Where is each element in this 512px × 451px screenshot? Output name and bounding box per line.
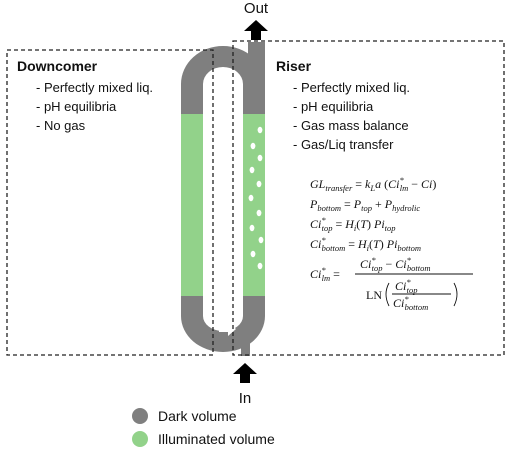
legend-illuminated-label: Illuminated volume (158, 431, 275, 447)
legend-dark-label: Dark volume (158, 408, 237, 424)
downcomer-item: - Perfectly mixed liq. (36, 80, 153, 95)
svg-text:Ci*lm =: Ci*lm = (310, 265, 340, 283)
in-arrow-icon (233, 363, 257, 383)
gas-bubble (249, 224, 255, 232)
gas-bubble (250, 142, 256, 150)
in-label: In (239, 390, 252, 407)
downcomer-box (6, 49, 214, 356)
equation-ci-bottom: Ci*bottom = Hi(T) Pibottom (310, 235, 421, 253)
gas-bubble (248, 194, 254, 202)
equation-gl-transfer: GLtransfer = kLa (Ci*lm − Ci) (310, 175, 436, 193)
riser-dark-bottom (243, 296, 265, 304)
gas-bubbles (248, 126, 264, 270)
gas-bubble (256, 209, 262, 217)
gas-bubble (257, 154, 263, 162)
inlet-pipe (241, 334, 250, 356)
riser-item: - pH equilibria (293, 99, 374, 114)
riser-illuminated (243, 114, 265, 298)
svg-text:Ci*top: Ci*top (395, 277, 417, 295)
out-arrow-icon (244, 20, 268, 40)
equation-p-bottom: Pbottom = Ptop + Phydrolic (309, 197, 420, 213)
riser-item: - Gas/Liq transfer (293, 137, 394, 152)
riser-item: - Gas mass balance (293, 118, 409, 133)
downcomer-dark-bottom (181, 296, 203, 304)
top-bend (181, 46, 265, 108)
downcomer-title: Downcomer (17, 58, 98, 74)
out-label: Out (244, 0, 269, 17)
gas-bubble (249, 166, 255, 174)
svg-text:Ci*top − Ci*bottom: Ci*top − Ci*bottom (360, 255, 430, 273)
gas-bubble (258, 236, 264, 244)
reactor (181, 42, 265, 356)
riser-box (232, 40, 505, 356)
riser-dark-top (243, 94, 265, 116)
legend: Dark volume Illuminated volume (132, 408, 275, 447)
legend-dark-swatch (132, 408, 148, 424)
riser-title: Riser (276, 58, 312, 74)
equation-ci-lm: Ci*lm = Ci*top − Ci*bottom LN Ci*top Ci*… (310, 255, 473, 312)
legend-illuminated-swatch (132, 431, 148, 447)
downcomer-item: - No gas (36, 118, 86, 133)
gas-bubble (250, 250, 256, 258)
riser-item: - Perfectly mixed liq. (293, 80, 410, 95)
outlet-pipe (248, 42, 265, 97)
gas-bubble (256, 180, 262, 188)
equations: GLtransfer = kLa (Ci*lm − Ci) Pbottom = … (309, 175, 473, 312)
equation-ci-top: Ci*top = Hi(T) Pitop (310, 215, 396, 233)
gas-bubble (257, 126, 263, 134)
downcomer-dark-top (181, 104, 203, 116)
svg-text:LN: LN (366, 288, 382, 302)
downcomer-item: - pH equilibria (36, 99, 117, 114)
flow-arrow-bottom (219, 322, 236, 336)
gas-bubble (257, 262, 263, 270)
flow-arrow-top (218, 92, 235, 106)
downcomer-illuminated (181, 114, 203, 298)
svg-text:Ci*bottom: Ci*bottom (393, 294, 428, 312)
